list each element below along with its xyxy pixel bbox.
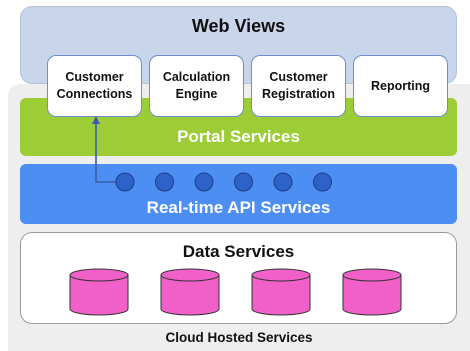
reporting-label: Reporting [370,78,431,93]
realtime-api-services-label: Real-time API Services [146,198,331,217]
api-node-6 [313,172,332,192]
api-node-1 [115,172,135,192]
api-node-5 [273,172,293,192]
databases [69,268,402,316]
reporting-box: Reporting [353,55,448,117]
database-1 [69,268,129,316]
api-node-2 [155,172,174,192]
database-2 [160,268,220,316]
api-nodes [115,172,332,192]
api-node-4 [234,172,253,192]
web-views-title: Web Views [191,16,286,36]
portal-services-label: Portal Services [177,127,300,146]
database-3 [251,268,311,316]
customer-connections-label: Customer Connections [56,70,133,101]
calculation-engine-label: Calculation Engine [162,70,231,101]
database-4 [342,268,402,316]
api-to-customer-connections-arrow [92,116,116,183]
customer-registration-box: Customer Registration [251,55,346,117]
api-node-3 [194,172,214,192]
data-services-title: Data Services [182,242,295,261]
customer-registration-label: Customer Registration [262,70,335,101]
calculation-engine-box: Calculation Engine [149,55,244,117]
cloud-hosted-services-label: Cloud Hosted Services [165,330,313,345]
